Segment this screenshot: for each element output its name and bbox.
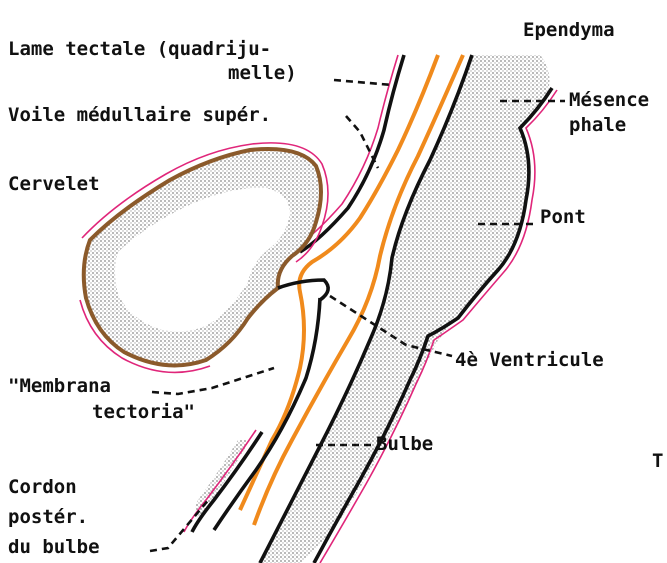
lower-left-pia-line [184,430,256,532]
label-membrana-line1: "Membrana [8,375,111,397]
label-4e-ventricule: 4è Ventricule [455,349,604,371]
label-cervelet: Cervelet [8,173,100,195]
leader-lame-tectale [334,80,392,85]
label-lame-tectale-line1: Lame tectale (quadriju- [8,38,271,60]
label-lame-tectale-line2: melle) [228,62,297,84]
label-voile-medullaire: Voile médullaire supér. [8,104,271,126]
label-ependyma: Ependyma [523,19,615,41]
label-cordon-line1: Cordon [8,476,77,498]
velum-fold-line [278,280,328,300]
label-cordon-line2: postér. [8,506,88,528]
label-membrana-line2: tectoria" [92,401,195,423]
label-edge-letter: T [652,450,663,472]
label-mesencephale-line1: Mésence [569,89,649,111]
label-mesencephale-line2: phale [569,114,626,136]
label-pont: Pont [540,206,586,228]
label-bulbe: Bulbe [376,433,433,455]
label-cordon-line3: du bulbe [8,536,100,558]
